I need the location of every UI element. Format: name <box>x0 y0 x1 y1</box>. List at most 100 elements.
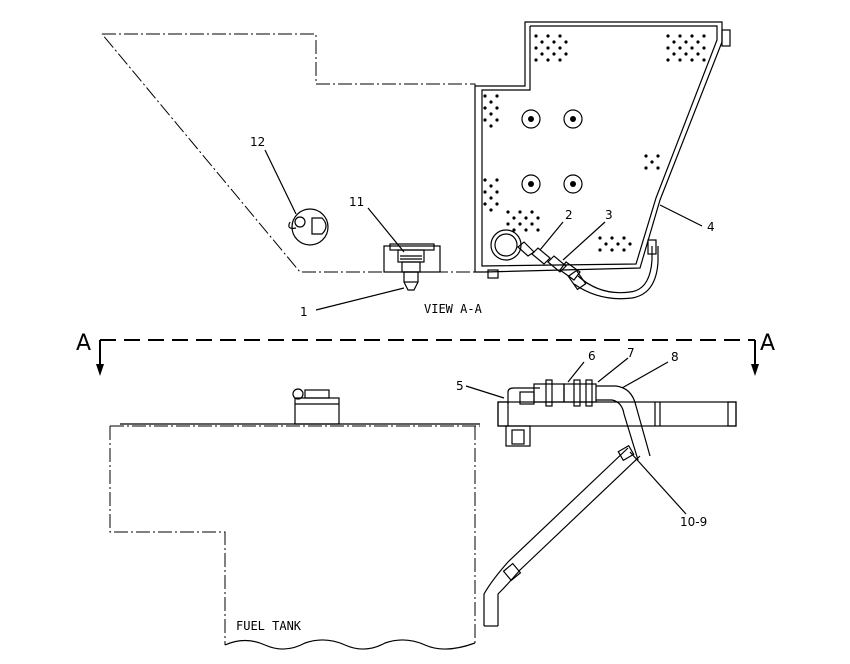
leader-lines-top <box>264 149 703 311</box>
perforation-dot <box>489 100 493 104</box>
callout-12: 12 <box>250 135 265 149</box>
perforation-dot <box>495 94 499 98</box>
bracket-rail <box>497 401 737 447</box>
perforation-dot <box>518 222 522 226</box>
section-line <box>96 339 759 376</box>
perforation-dot <box>616 242 620 246</box>
perforation-dot <box>644 166 648 170</box>
perforation-dot <box>483 106 487 110</box>
callout-10-9: 10-9 <box>680 515 707 529</box>
mounting-plate <box>474 21 723 273</box>
perforation-dot <box>690 58 694 62</box>
perforation-dot <box>656 166 660 170</box>
mounting-holes <box>521 109 583 194</box>
perforation-dot <box>512 216 516 220</box>
plate-foot <box>487 269 499 279</box>
tank-phantom-outline-top <box>101 33 476 273</box>
perforation-dot <box>552 40 556 44</box>
perforation-dot <box>696 40 700 44</box>
perforation-dot <box>678 34 682 38</box>
view-label: VIEW A-A <box>424 302 483 316</box>
perforation-dot <box>552 52 556 56</box>
perforation-dot <box>564 40 568 44</box>
perforation-dot <box>622 248 626 252</box>
perforation-dot <box>483 118 487 122</box>
perforation-dot <box>672 40 676 44</box>
perforation-dot <box>489 184 493 188</box>
tank-side-view <box>109 357 737 650</box>
perforation-dot <box>558 46 562 50</box>
perforation-dot <box>598 236 602 240</box>
perforation-dot <box>644 154 648 158</box>
leader-lines-bottom <box>465 357 687 515</box>
view-a-a <box>101 21 731 311</box>
perforation-dot <box>536 228 540 232</box>
perforation-dot <box>489 208 493 212</box>
callout-8: 8 <box>671 350 679 364</box>
perforation-dot <box>495 178 499 182</box>
perforation-dot <box>696 52 700 56</box>
perforation-dot <box>489 124 493 128</box>
perforation-dot <box>690 46 694 50</box>
perforation-dot <box>530 222 534 226</box>
perforation-dot <box>483 178 487 182</box>
perforation-dot <box>656 154 660 158</box>
perforation-dot <box>678 58 682 62</box>
perforation-dot <box>530 210 534 214</box>
perforation-dot <box>483 94 487 98</box>
callout-5: 5 <box>456 379 464 393</box>
perforation-dot <box>518 210 522 214</box>
perforation-dot <box>598 248 602 252</box>
tank-phantom-left <box>109 426 226 645</box>
section-marker-left: A <box>76 331 91 356</box>
perforation-dot <box>702 34 706 38</box>
fitting-assembly-top <box>490 229 659 300</box>
perforation-dot <box>690 34 694 38</box>
callout-3: 3 <box>605 208 613 222</box>
perforation-dot <box>702 58 706 62</box>
perforation-dot <box>666 58 670 62</box>
perforation-pattern <box>483 34 706 252</box>
perforation-dot <box>483 190 487 194</box>
perforation-dot <box>495 106 499 110</box>
callout-4: 4 <box>707 220 715 234</box>
perforation-dot <box>534 34 538 38</box>
perforation-dot <box>524 228 528 232</box>
perforation-dot <box>540 40 544 44</box>
perforation-dot <box>684 40 688 44</box>
perforation-dot <box>610 236 614 240</box>
perforation-dot <box>604 242 608 246</box>
perforation-dot <box>524 216 528 220</box>
drain-valve <box>383 243 441 291</box>
perforation-dot <box>506 222 510 226</box>
perforation-dot <box>684 52 688 56</box>
filler-neck <box>292 388 340 425</box>
perforation-dot <box>546 46 550 50</box>
perforation-dot <box>512 228 516 232</box>
callout-6: 6 <box>588 349 596 363</box>
perforation-dot <box>546 58 550 62</box>
perforation-dot <box>495 190 499 194</box>
perforation-dot <box>672 52 676 56</box>
callout-11: 11 <box>349 195 364 209</box>
callout-7: 7 <box>627 346 635 360</box>
perforation-dot <box>628 242 632 246</box>
perforation-dot <box>489 196 493 200</box>
mounting-plate-inner-edge <box>481 25 718 267</box>
perforation-dot <box>622 236 626 240</box>
perforation-dot <box>666 46 670 50</box>
tank-label: FUEL TANK <box>236 619 302 633</box>
perforation-dot <box>558 34 562 38</box>
perforation-dot <box>610 248 614 252</box>
perforation-dot <box>534 58 538 62</box>
perforation-dot <box>702 46 706 50</box>
perforation-dot <box>534 46 538 50</box>
fuel-cap <box>288 208 329 246</box>
perforation-dot <box>483 202 487 206</box>
perforation-dot <box>564 52 568 56</box>
perforation-dot <box>546 34 550 38</box>
perforation-dot <box>536 216 540 220</box>
perforation-dot <box>666 34 670 38</box>
tank-break-line <box>224 639 476 650</box>
